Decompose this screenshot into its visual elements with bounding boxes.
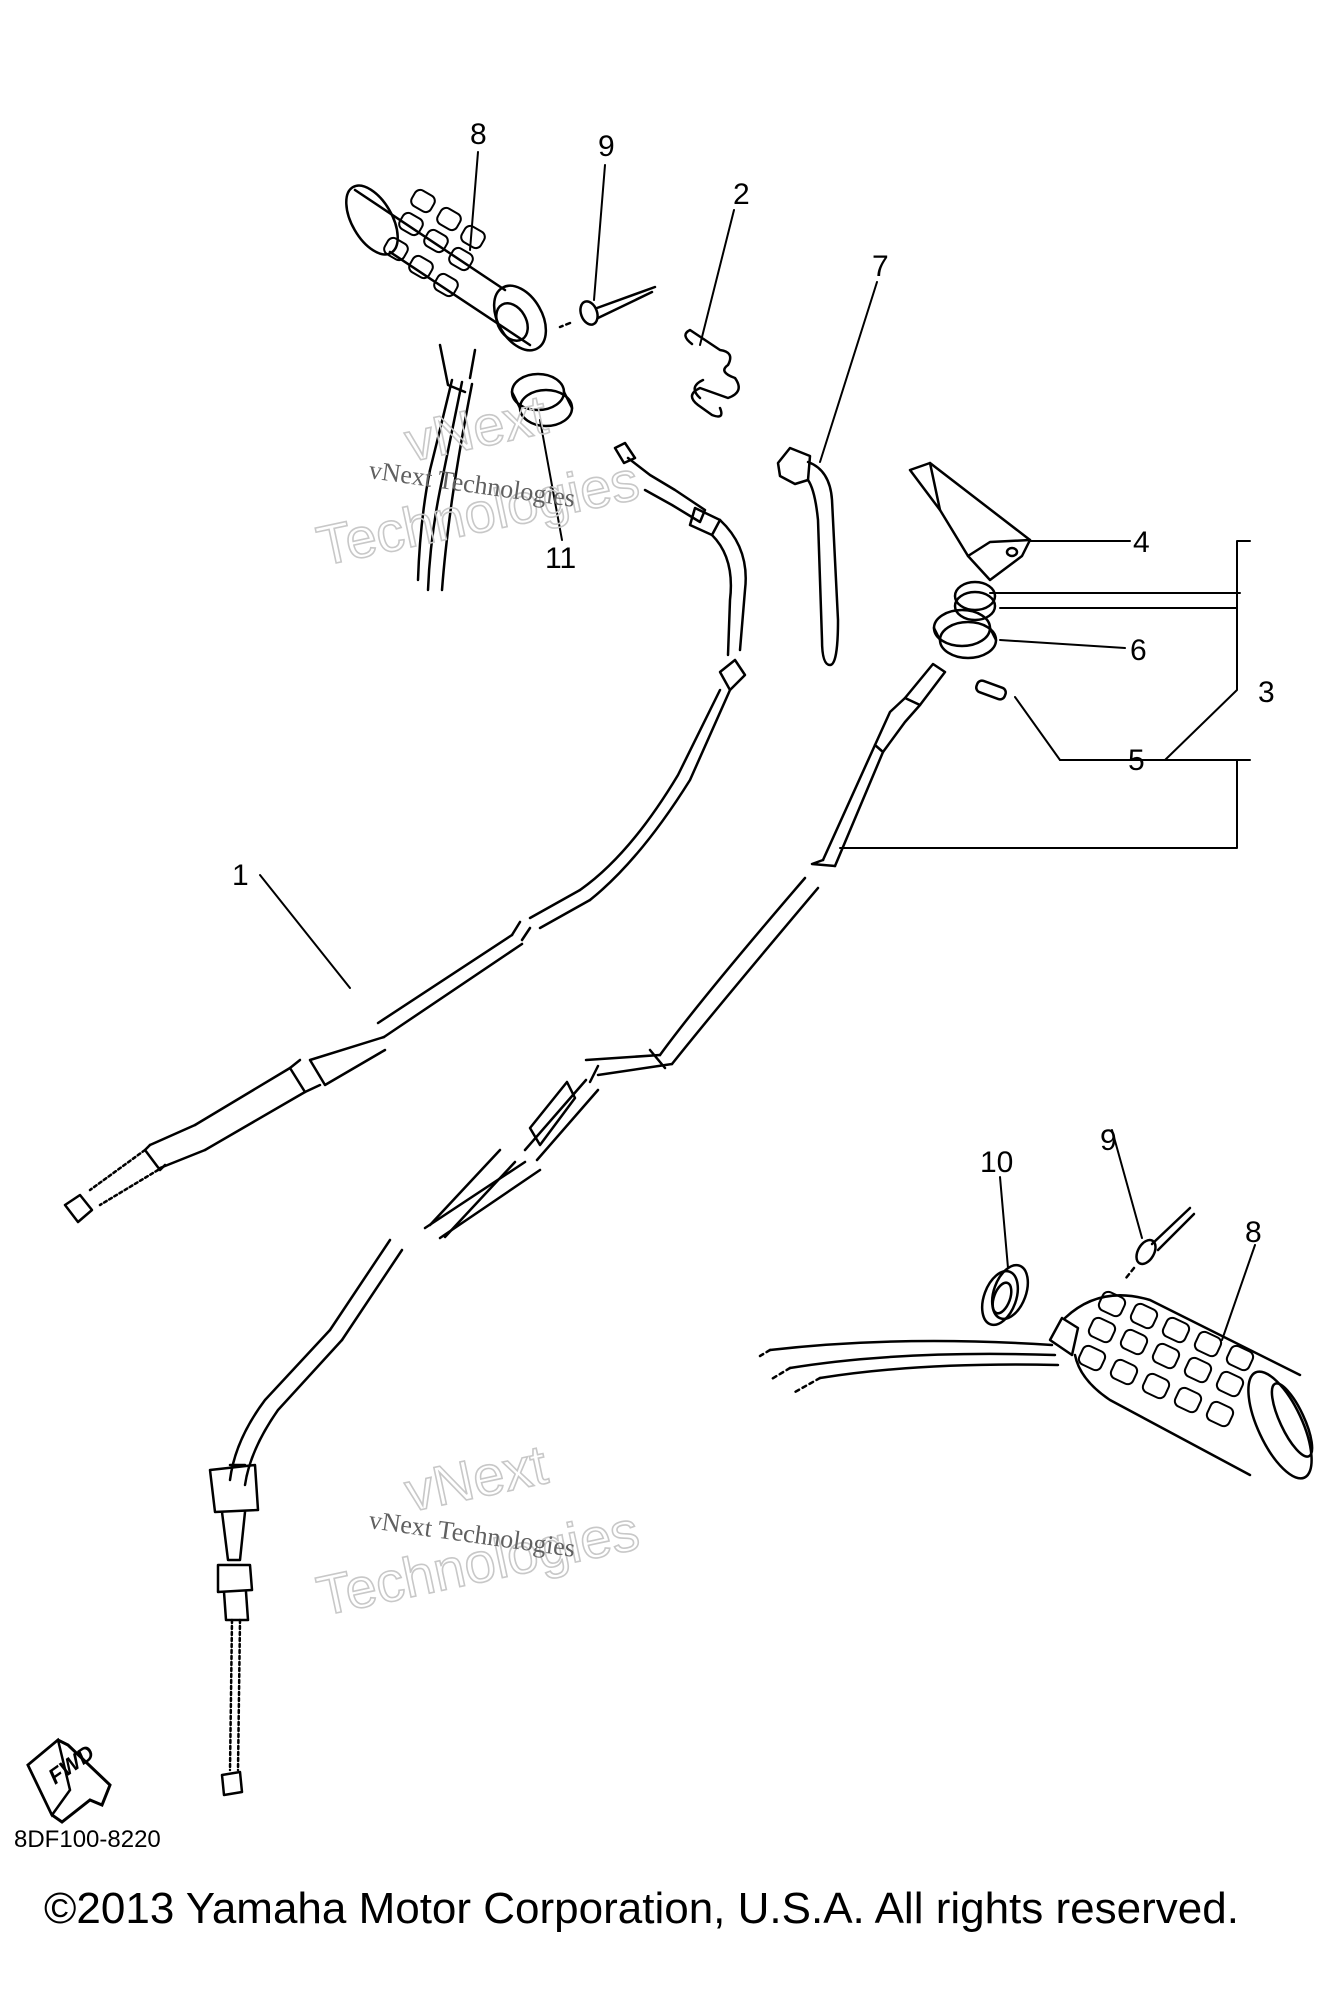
- cable-pin: [975, 679, 1007, 701]
- wire-clip: [684, 328, 740, 418]
- watermark-line1: vNext: [399, 1432, 553, 1523]
- leader-lines: [259, 151, 1256, 1341]
- callout-2: 2: [733, 178, 750, 211]
- throttle-cable-assembly: [208, 662, 947, 1797]
- cable-tie: [776, 446, 840, 667]
- callout-8-upper: 8: [470, 118, 487, 151]
- watermark-line2: Technologies: [311, 448, 644, 578]
- handlebar-grip-upper: [345, 184, 548, 592]
- grip-collar-lower: [980, 1263, 1030, 1327]
- grip-screw-lower: [1124, 1206, 1196, 1280]
- throttle-bracket: [908, 461, 1032, 582]
- copyright-notice: ©2013 Yamaha Motor Corporation, U.S.A. A…: [44, 1884, 1239, 1933]
- callouts: 8 9 2 7 11 4 6 3 5 1 10 9 8: [232, 118, 1275, 1249]
- watermark-upper: vNext Technologies vNext Technologies: [311, 381, 645, 578]
- callout-11: 11: [545, 542, 576, 575]
- callout-4: 4: [1133, 526, 1150, 559]
- watermark-line2: Technologies: [311, 1498, 644, 1628]
- callout-9-upper: 9: [598, 130, 615, 163]
- callout-8-lower: 8: [1245, 1216, 1262, 1249]
- callout-3: 3: [1258, 676, 1275, 709]
- watermark-lower: vNext Technologies vNext Technologies: [311, 1431, 645, 1628]
- handlebar-grip-lower: [758, 1290, 1314, 1480]
- callout-5: 5: [1128, 744, 1145, 777]
- callout-9-lower: 9: [1100, 1124, 1117, 1157]
- fwd-arrow-icon: FWD: [26, 1737, 112, 1824]
- callout-6: 6: [1130, 634, 1147, 667]
- callout-1: 1: [232, 859, 249, 892]
- bushing-stack: [932, 580, 998, 660]
- grip-collar: [510, 372, 574, 428]
- grip-screw-upper: [558, 285, 657, 329]
- callout-10: 10: [980, 1146, 1013, 1179]
- callout-7: 7: [872, 250, 889, 283]
- control-cable-1: [63, 441, 747, 1224]
- diagram-part-code: 8DF100-8220: [14, 1826, 161, 1853]
- watermark-line1: vNext: [399, 382, 553, 473]
